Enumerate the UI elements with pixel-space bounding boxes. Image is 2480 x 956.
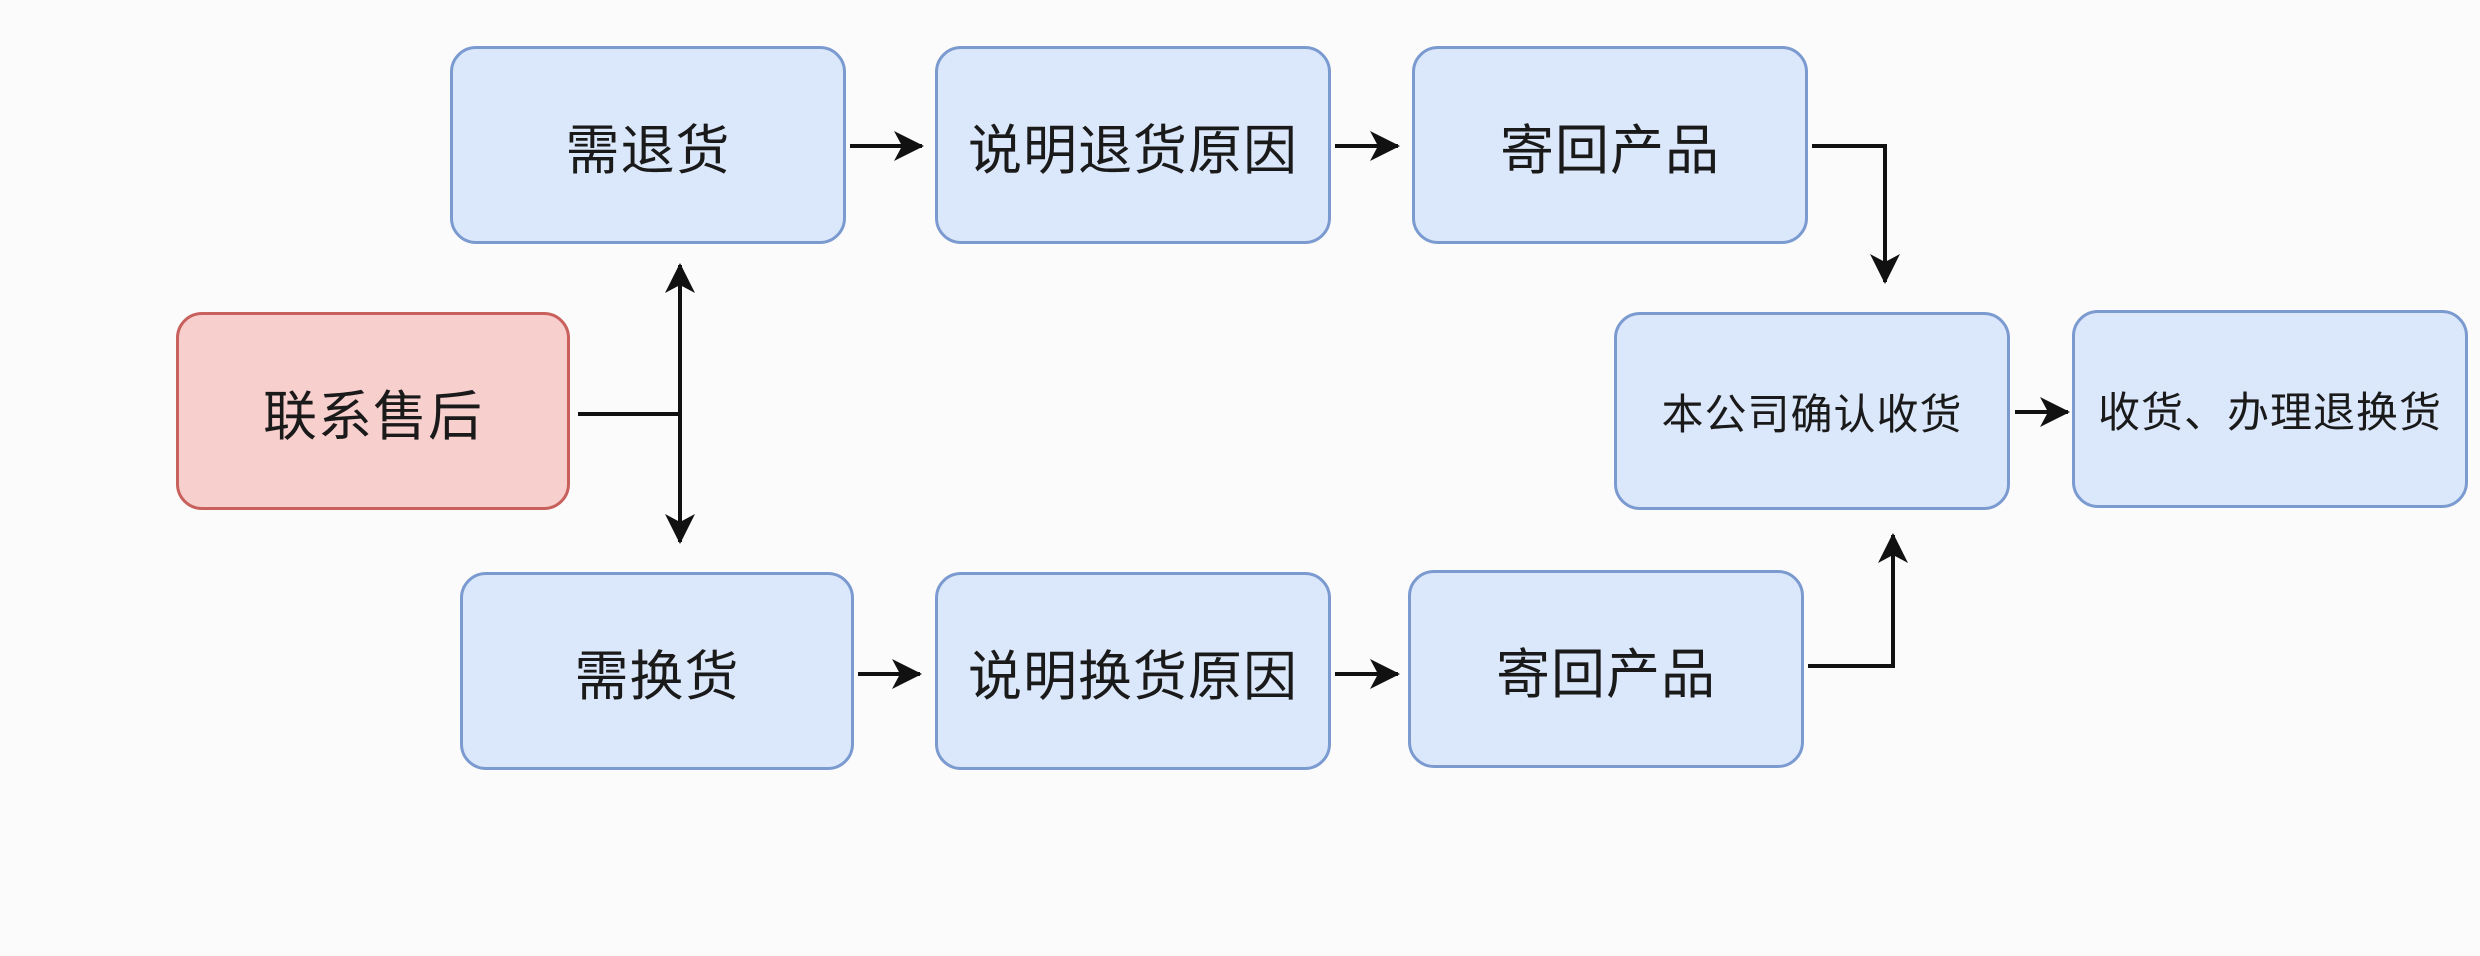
company-confirm-receipt-node: 本公司确认收货	[1614, 312, 2010, 510]
explain-return-reason-label: 说明退货原因	[968, 118, 1298, 182]
send-back-return-label: 寄回产品	[1500, 118, 1720, 182]
contact-after-sales-label: 联系售后	[263, 384, 483, 448]
send-back-exchange-label: 寄回产品	[1496, 642, 1716, 706]
receive-and-process-node: 收货、办理退换货	[2072, 310, 2468, 508]
need-return-label: 需退货	[565, 118, 731, 182]
contact-after-sales-node: 联系售后	[176, 312, 570, 510]
need-return-node: 需退货	[450, 46, 846, 244]
explain-exchange-reason-node: 说明换货原因	[935, 572, 1331, 770]
explain-return-reason-node: 说明退货原因	[935, 46, 1331, 244]
explain-exchange-reason-label: 说明换货原因	[968, 644, 1298, 708]
send-back-return-node: 寄回产品	[1412, 46, 1808, 244]
send-back-exchange-node: 寄回产品	[1408, 570, 1804, 768]
receive-and-process-label: 收货、办理退换货	[2097, 387, 2442, 437]
arrow-send-return-to-confirm	[1812, 144, 1900, 284]
company-confirm-receipt-label: 本公司确认收货	[1661, 389, 1963, 439]
arrow-send-exchange-to-confirm	[1808, 533, 1908, 668]
need-exchange-label: 需换货	[574, 644, 740, 708]
need-exchange-node: 需换货	[460, 572, 854, 770]
